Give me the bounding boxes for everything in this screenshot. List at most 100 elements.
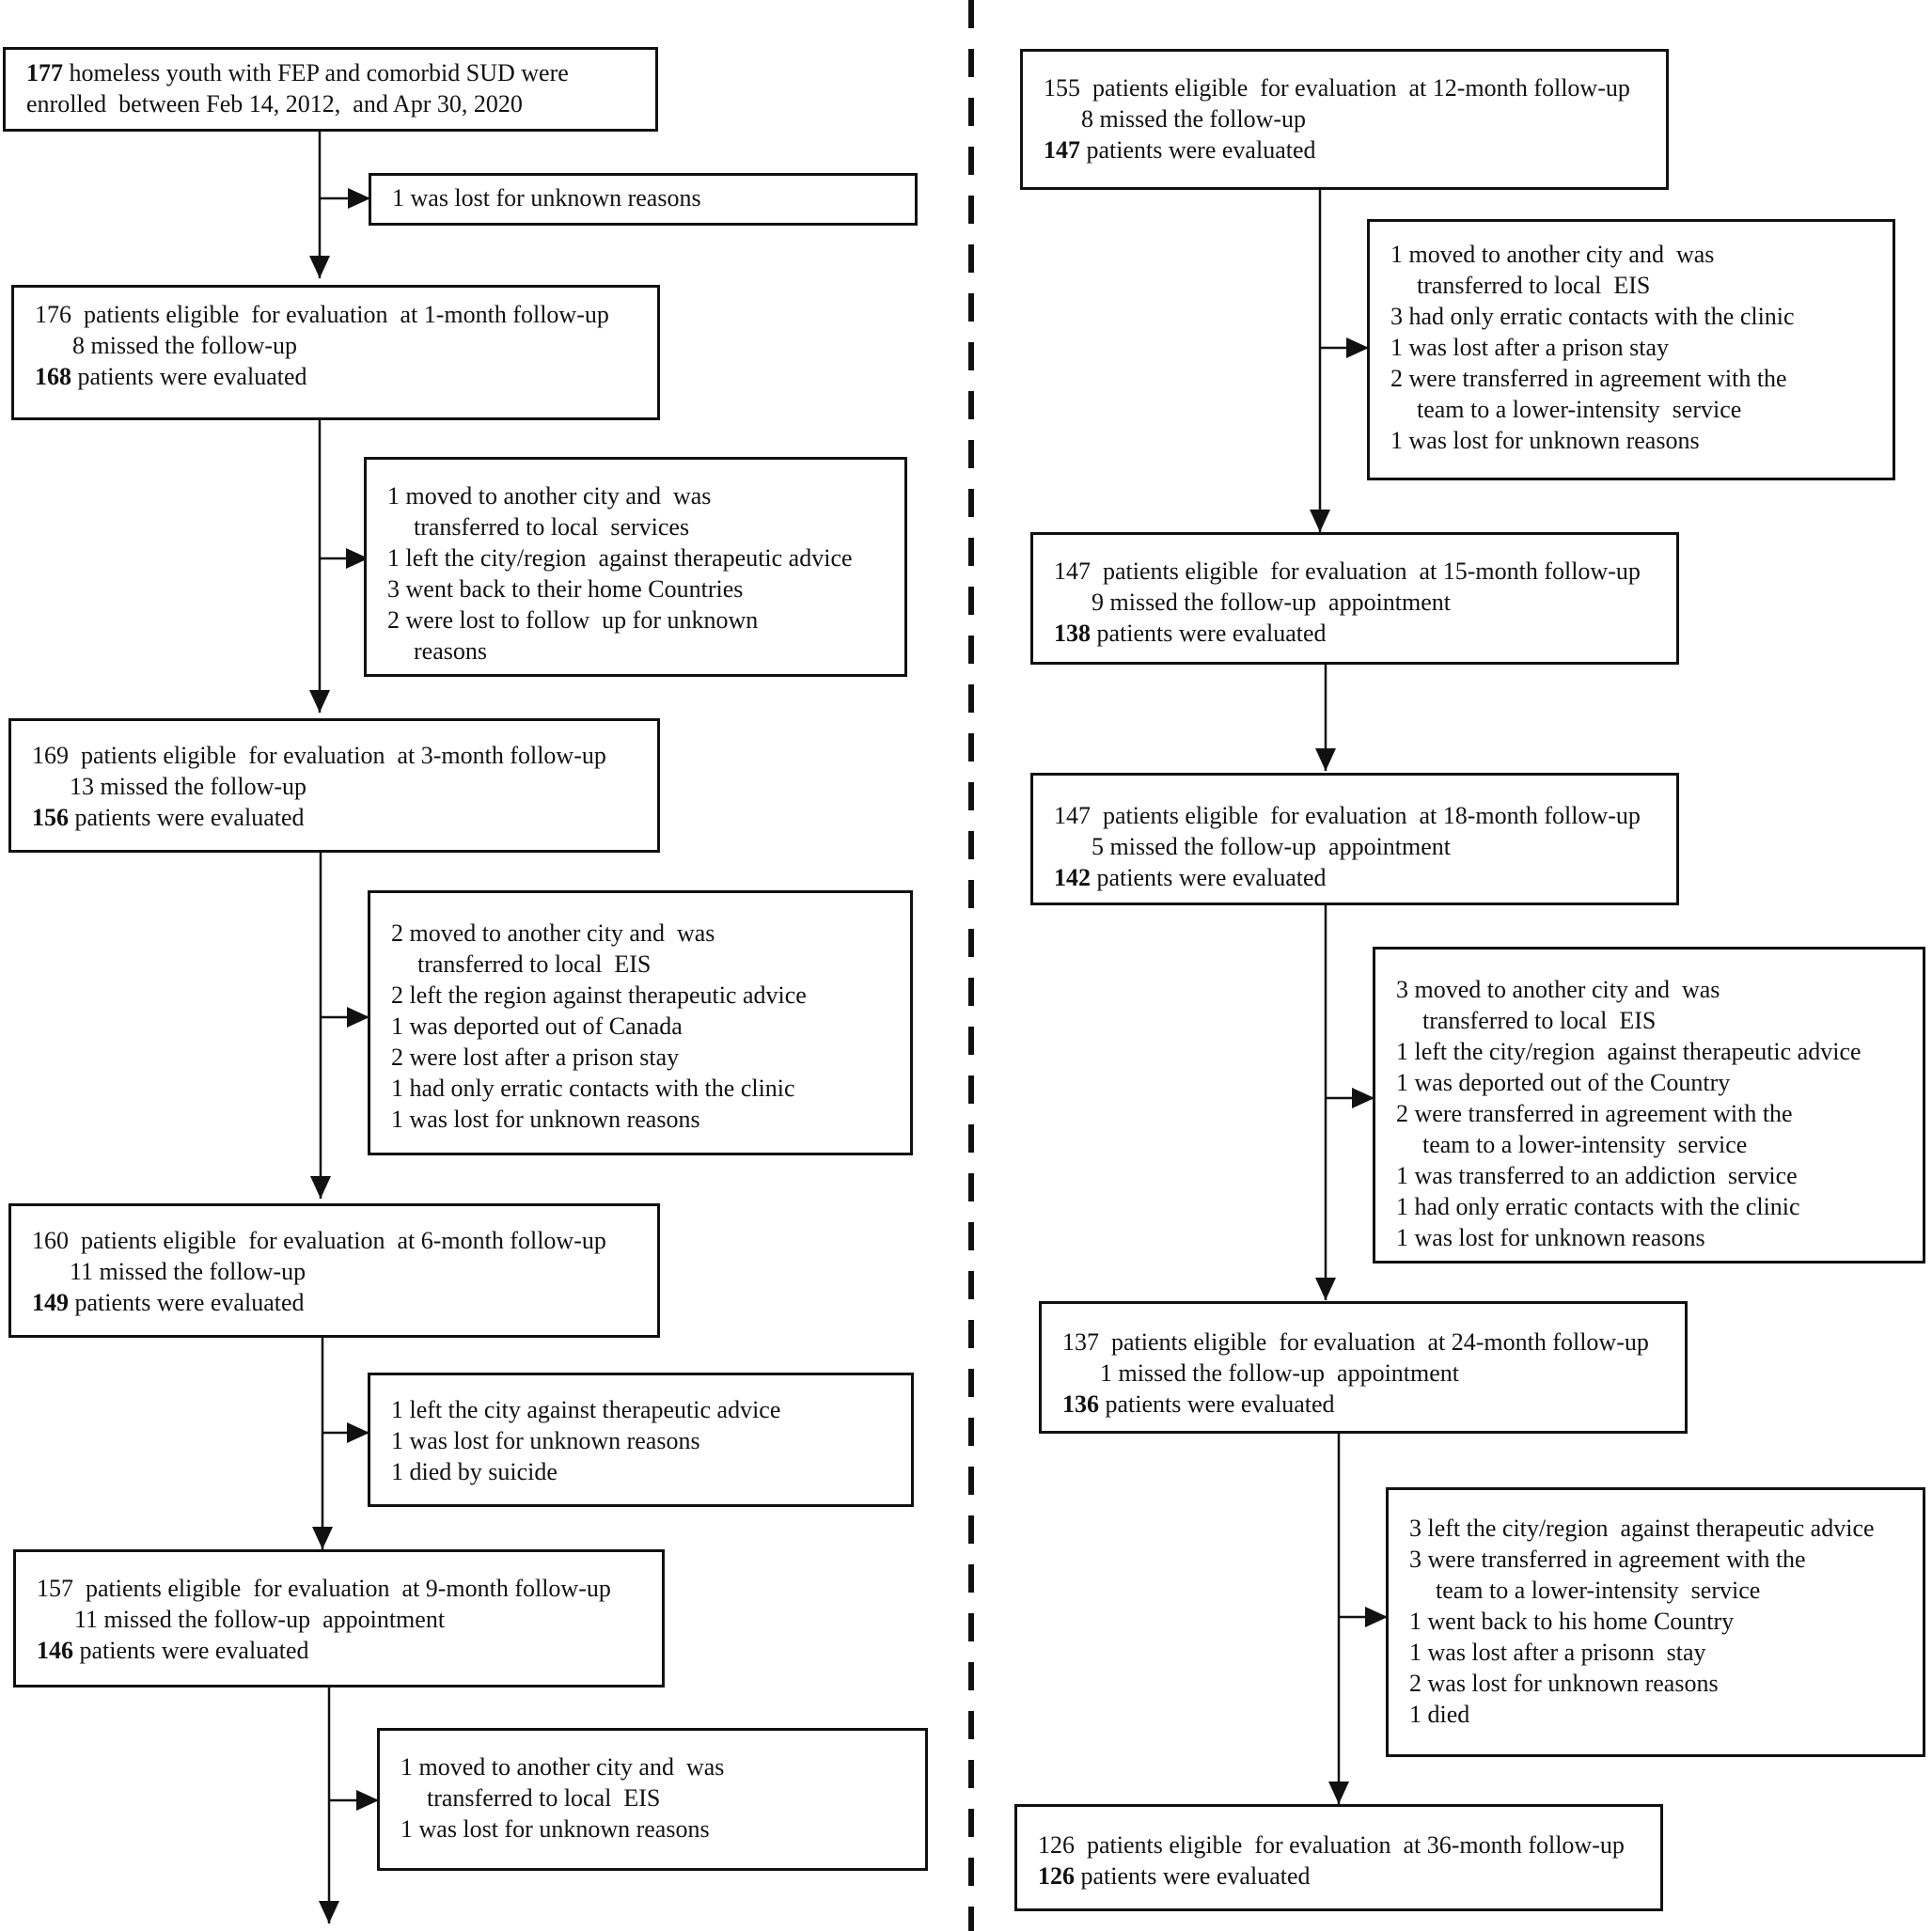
line-text: 1 missed the follow-up appointment [1100,1359,1460,1387]
box-line: 2 moved to another city and was [391,918,901,949]
box-loss-6: 1 left the city against therapeutic advi… [368,1373,914,1507]
bold-count: 142 [1054,864,1091,891]
box-followup-15-month: 147 patients eligible for evaluation at … [1030,532,1679,665]
box-line: 138 patients were evaluated [1054,618,1667,649]
line-text: transferred to local EIS [417,950,652,978]
box-line: 11 missed the follow-up [32,1256,648,1287]
box-line: 3 left the city/region against therapeut… [1409,1513,1913,1544]
line-text: 1 had only erratic contacts with the cli… [391,1075,795,1102]
line-text: 3 were transferred in agreement with the [1409,1546,1806,1573]
line-text: homeless youth with FEP and comorbid SUD… [63,59,569,86]
box-line: 160 patients eligible for evaluation at … [32,1225,648,1256]
line-text: patients were evaluated [1091,864,1327,891]
box-line: 2 were lost to follow up for unknown [387,604,895,636]
box-line: 136 patients were evaluated [1062,1389,1675,1420]
line-text: 1 was lost for unknown reasons [392,184,701,212]
box-line: 3 were transferred in agreement with the [1409,1544,1913,1575]
line-text: team to a lower-intensity service [1422,1131,1748,1158]
box-line: 126 patients were evaluated [1038,1860,1651,1892]
box-line: 13 missed the follow-up [32,771,648,802]
line-text: patients were evaluated [69,804,305,831]
box-line: 177 homeless youth with FEP and comorbid… [26,57,646,88]
box-line: 1 was lost after a prison stay [1390,332,1883,363]
arrowhead [1315,1278,1336,1300]
arrowhead [310,1176,331,1199]
box-line: transferred to local EIS [401,1782,916,1813]
line-text: transferred to local services [414,513,690,541]
box-line: 1 was lost for unknown reasons [392,182,905,213]
box-followup-24-month: 137 patients eligible for evaluation at … [1039,1301,1688,1434]
arrowhead [309,690,330,713]
box-line: team to a lower-intensity service [1396,1129,1913,1160]
box-line: 1 died by suicide [391,1456,902,1487]
line-text: 3 moved to another city and was [1396,976,1720,1003]
line-text: 176 patients eligible for evaluation at … [35,301,609,328]
arrowhead [348,188,370,209]
bold-count: 149 [32,1289,69,1316]
box-line: 1 was deported out of the Country [1396,1067,1913,1098]
box-line: 146 patients were evaluated [37,1635,652,1666]
box-line: 1 had only erratic contacts with the cli… [391,1073,901,1104]
box-line: 1 was deported out of Canada [391,1011,901,1042]
box-line: 1 had only erratic contacts with the cli… [1396,1191,1913,1222]
box-line: 8 missed the follow-up [35,330,648,361]
line-text: 1 was transferred to an addiction servic… [1396,1162,1798,1189]
box-line: 5 missed the follow-up appointment [1054,831,1667,862]
box-line: 1 moved to another city and was [401,1751,916,1782]
box-line: enrolled between Feb 14, 2012, and Apr 3… [26,88,646,119]
line-text: 160 patients eligible for evaluation at … [32,1227,606,1254]
box-line: 1 moved to another city and was [387,480,895,511]
box-line: 9 missed the follow-up appointment [1054,587,1667,618]
box-line: 8 missed the follow-up [1044,103,1657,134]
arrowhead [1346,338,1369,358]
bold-count: 168 [35,363,71,390]
box-line: 2 left the region against therapeutic ad… [391,980,901,1011]
arrowhead [347,1007,369,1028]
box-line: 1 was lost for unknown reasons [391,1104,901,1135]
box-line: 1 was lost for unknown reasons [391,1425,902,1456]
line-text: 2 were lost to follow up for unknown [387,606,759,634]
line-text: 1 moved to another city and was [387,482,712,510]
line-text: 3 had only erratic contacts with the cli… [1390,303,1795,330]
line-text: 157 patients eligible for evaluation at … [37,1575,611,1602]
line-text: patients were evaluated [1099,1390,1335,1418]
box-line: 126 patients eligible for evaluation at … [1038,1829,1651,1860]
line-text: 2 moved to another city and was [391,919,715,947]
line-text: 3 left the city/region against therapeut… [1409,1515,1875,1542]
arrowhead [1328,1782,1349,1804]
line-text: 1 moved to another city and was [401,1753,725,1781]
box-line: 1 was lost for unknown reasons [401,1813,916,1845]
box-line: 1 left the city against therapeutic advi… [391,1394,902,1425]
line-text: 2 were lost after a prison stay [391,1044,680,1071]
line-text: 1 moved to another city and was [1390,241,1715,268]
arrowhead [309,256,330,278]
box-line: 1 left the city/region against therapeut… [1396,1036,1913,1067]
bold-count: 126 [1038,1862,1075,1890]
box-line: reasons [387,636,895,667]
line-text: 1 was lost for unknown reasons [391,1106,700,1133]
line-text: 11 missed the follow-up appointment [74,1606,446,1633]
box-line: 169 patients eligible for evaluation at … [32,740,648,771]
line-text: 9 missed the follow-up appointment [1092,589,1452,616]
box-loss-24: 3 left the city/region against therapeut… [1386,1487,1925,1757]
line-text: 2 was lost for unknown reasons [1409,1670,1719,1697]
line-text: 1 died [1409,1701,1470,1728]
line-text: patients were evaluated [71,363,307,390]
bold-count: 156 [32,804,69,831]
box-line: 11 missed the follow-up appointment [37,1604,652,1635]
box-line: 2 was lost for unknown reasons [1409,1668,1913,1699]
line-text: patients were evaluated [73,1637,309,1664]
line-text: 5 missed the follow-up appointment [1092,833,1452,860]
line-text: 1 had only erratic contacts with the cli… [1396,1193,1800,1220]
line-text: 2 left the region against therapeutic ad… [391,981,807,1009]
box-line: 1 moved to another city and was [1390,239,1883,270]
line-text: 126 patients eligible for evaluation at … [1038,1831,1625,1859]
line-text: 1 was deported out of Canada [391,1013,683,1040]
box-loss-3: 2 moved to another city and was transferr… [368,890,913,1155]
line-text: enrolled between Feb 14, 2012, and Apr 3… [26,90,523,118]
line-text: 1 was lost after a prison stay [1390,334,1670,361]
box-line: transferred to local services [387,511,895,542]
line-text: 155 patients eligible for evaluation at … [1044,74,1630,102]
